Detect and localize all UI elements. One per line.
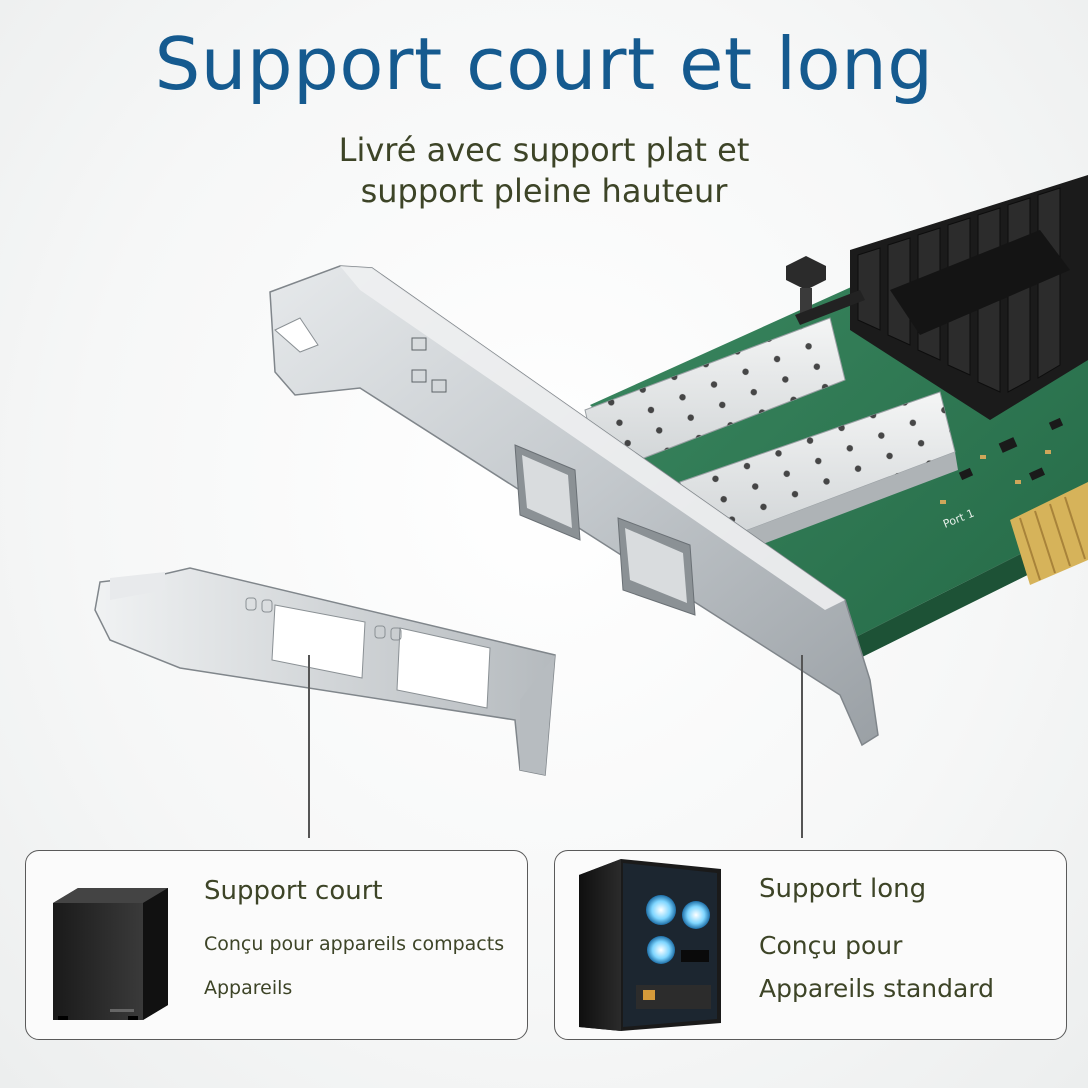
leader-line-long bbox=[801, 655, 803, 838]
heatsink bbox=[786, 175, 1088, 420]
full-height-bracket bbox=[269, 265, 879, 747]
tower-pc-case-icon bbox=[579, 859, 721, 1031]
card-long-line-1: Conçu pour bbox=[759, 931, 903, 960]
card-short-line-1: Conçu pour appareils compacts bbox=[204, 933, 505, 955]
card-short-bracket: Support court Conçu pour appareils compa… bbox=[25, 850, 528, 1040]
leader-line-short bbox=[308, 655, 310, 838]
low-profile-bracket bbox=[94, 567, 556, 776]
network-card-illustration: Port 1 bbox=[94, 175, 1088, 776]
card-short-line-2: Appareils bbox=[204, 977, 293, 999]
subtitle-line-2: support pleine hauteur bbox=[360, 172, 728, 210]
card-long-bracket: Support long Conçu pour Appareils standa… bbox=[554, 850, 1067, 1040]
subtitle-line-1: Livré avec support plat et bbox=[338, 131, 750, 169]
page-title: Support court et long bbox=[154, 22, 934, 106]
card-short-title: Support court bbox=[204, 876, 383, 906]
card-long-title: Support long bbox=[759, 874, 927, 904]
sfp-cage-2 bbox=[679, 391, 958, 566]
page-subtitle: Livré avec support plat et support plein… bbox=[0, 130, 1088, 212]
card-long-line-2: Appareils standard bbox=[759, 974, 995, 1003]
compact-pc-case-icon bbox=[53, 888, 168, 1020]
